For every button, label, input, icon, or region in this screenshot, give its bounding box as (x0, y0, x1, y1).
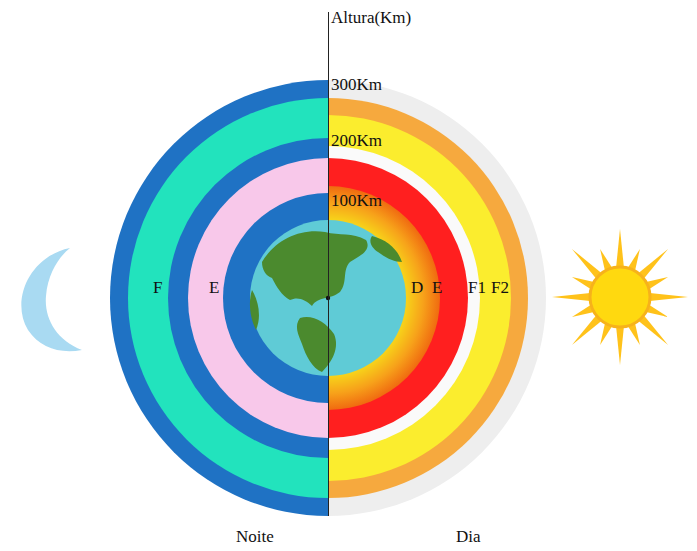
layer-name: F1 (468, 279, 486, 296)
side-caption: Dia (456, 528, 481, 545)
moon-icon (21, 248, 82, 351)
sun-ray (616, 229, 624, 267)
night-layers (110, 80, 328, 516)
day-layers (328, 80, 546, 516)
layer-name: F2 (491, 279, 509, 296)
altitude-mark: 100Km (331, 192, 382, 209)
sun-ray (616, 327, 624, 365)
layer-name: E (432, 279, 442, 296)
sun-ray (552, 293, 590, 301)
layer-name: D (411, 279, 423, 296)
altitude-mark: 300Km (331, 76, 382, 93)
altitude-mark: 200Km (331, 132, 382, 149)
sun-icon (552, 229, 688, 365)
altitude-axis (328, 12, 329, 516)
sun-ray (572, 315, 602, 345)
sun-disc (590, 267, 650, 327)
earth (250, 220, 406, 376)
layer-name: F (153, 279, 162, 296)
sun-ray (638, 315, 668, 345)
sun-ray (650, 293, 688, 301)
axis-title: Altura(Km) (331, 9, 411, 26)
layer-name: E (209, 279, 219, 296)
side-caption: Noite (236, 528, 274, 545)
sun-ray (638, 249, 668, 279)
sun-ray (572, 249, 602, 279)
